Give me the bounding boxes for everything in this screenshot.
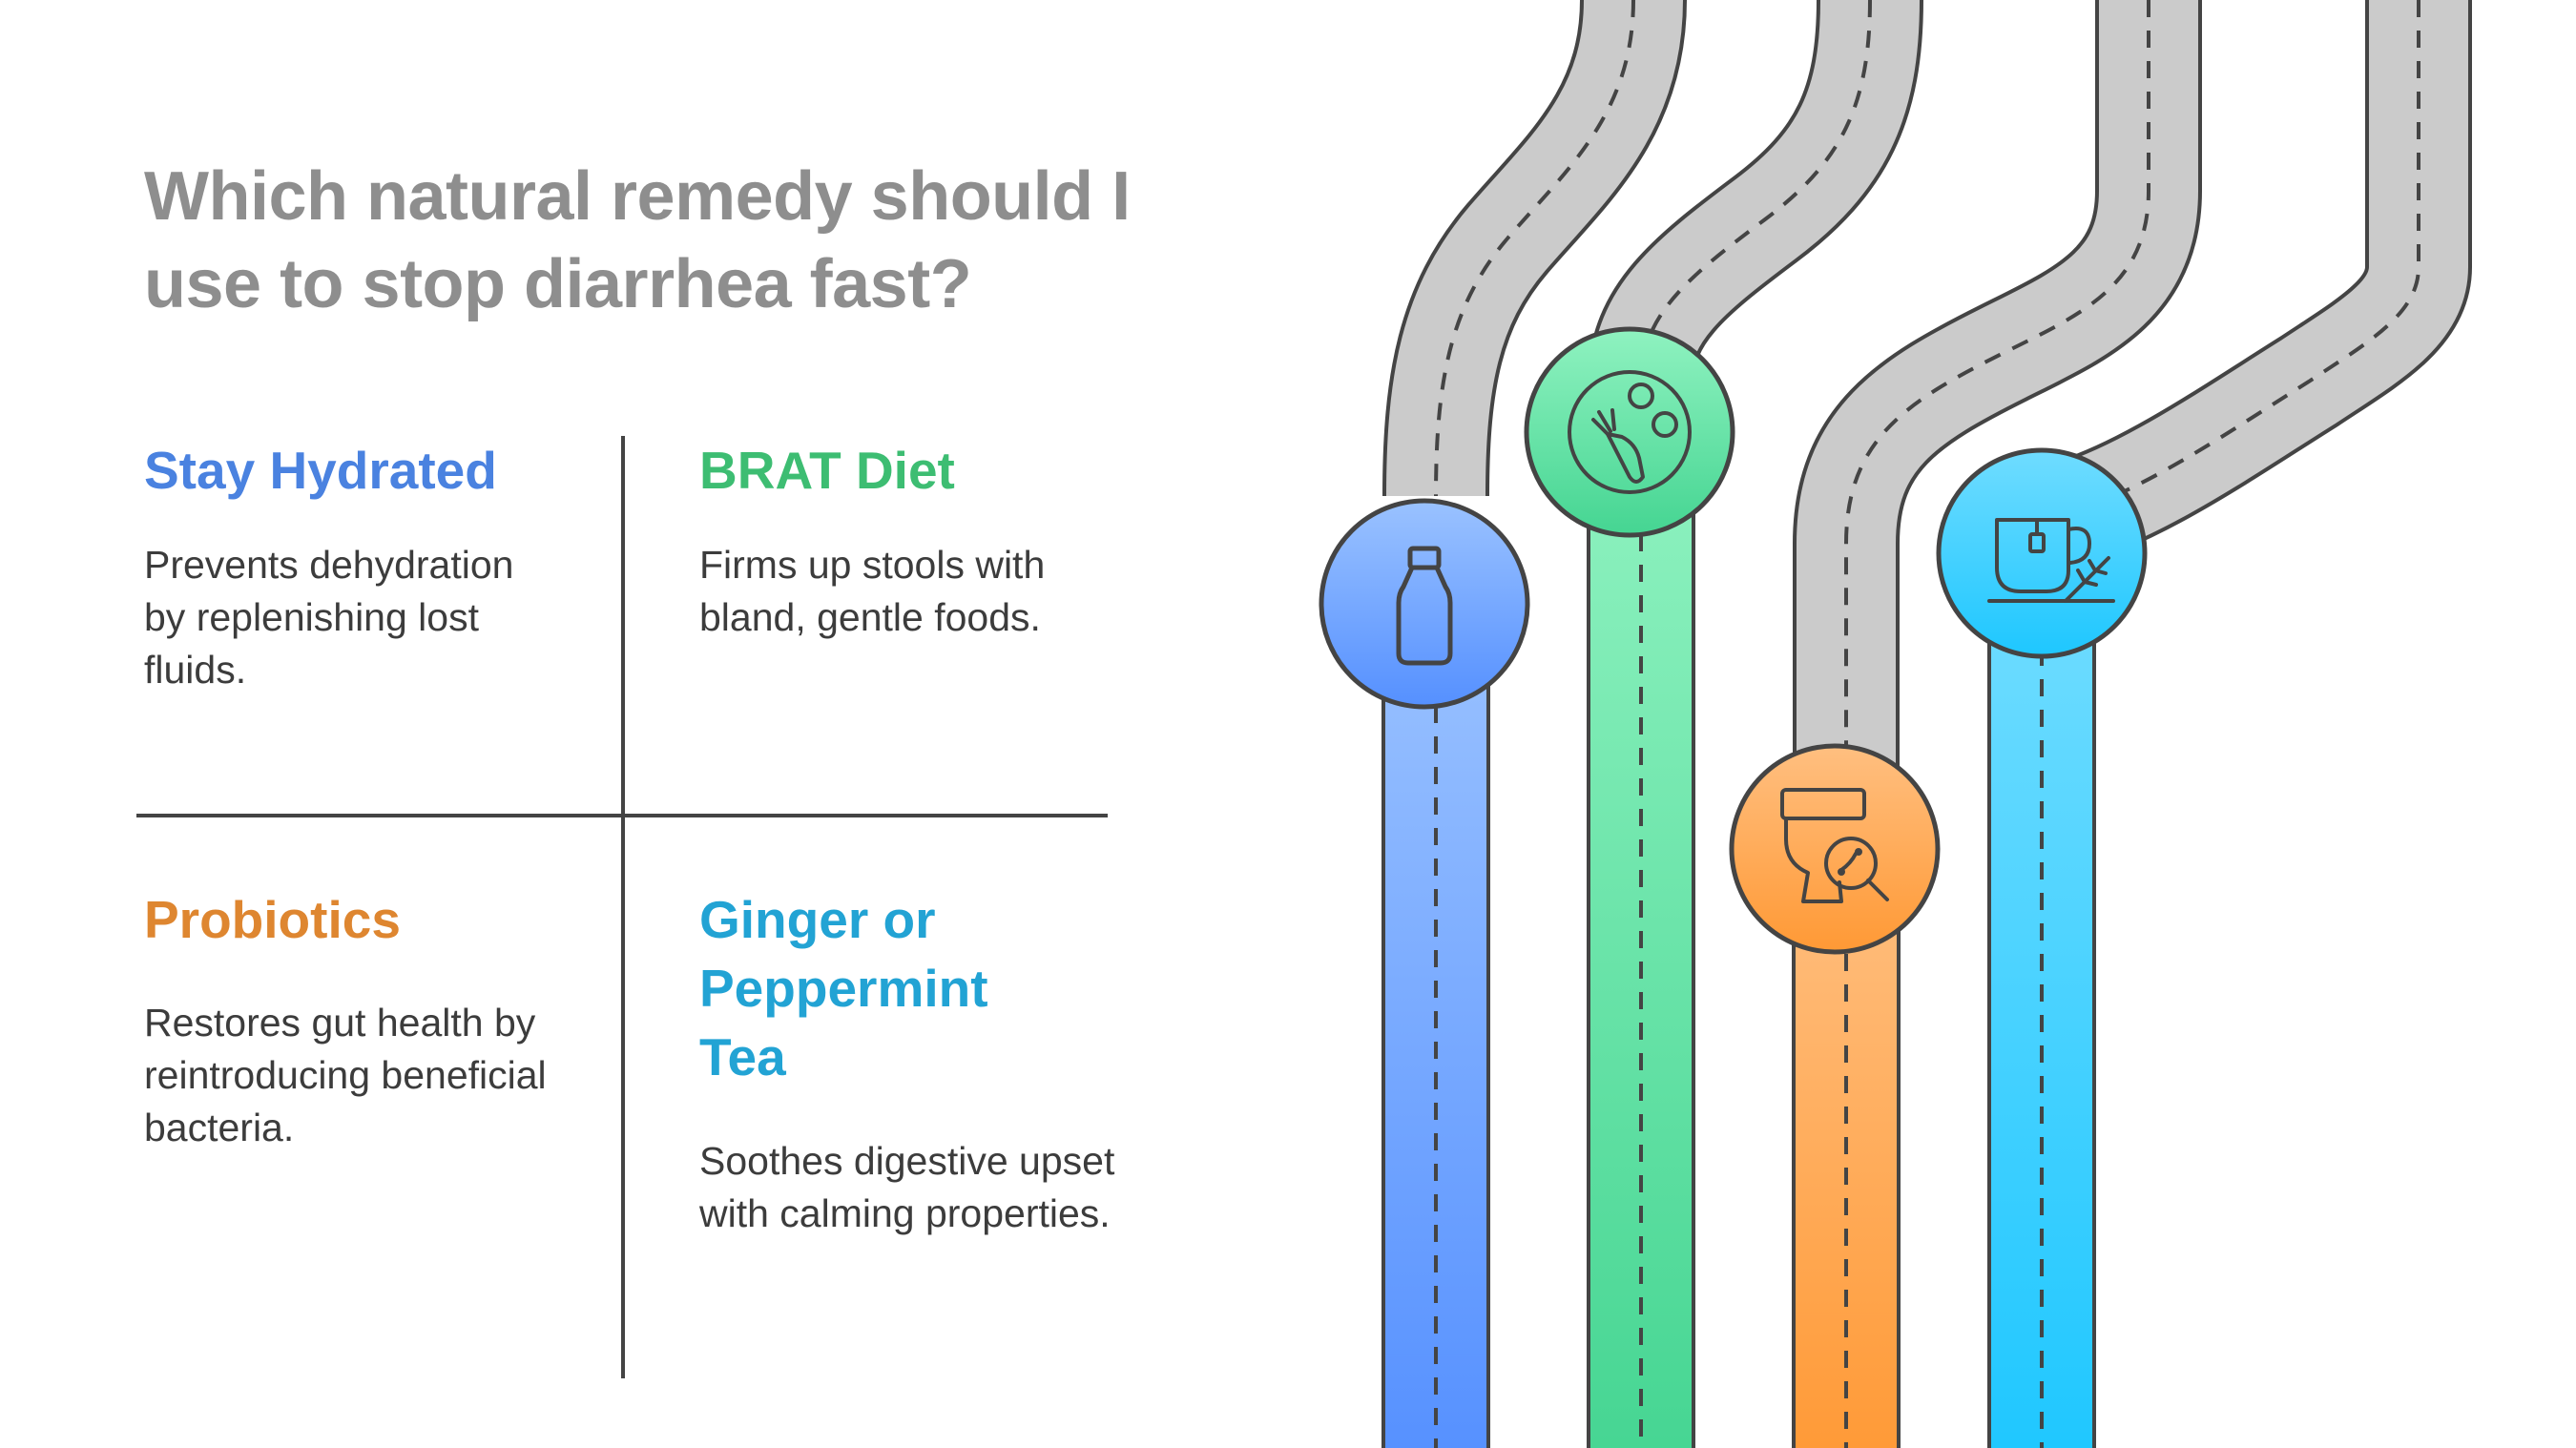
ginger-tea-title: Ginger or Peppermint Tea [699,890,988,1086]
road-ginger-tea [1987,0,2472,1448]
probiotics-description: Restores gut health by reintroducing ben… [144,1001,547,1149]
brat-diet-node [1524,326,1735,538]
brat-diet-description: Firms up stools with bland, gentle foods… [699,543,1046,639]
horizontal-divider [136,814,1108,817]
ginger-tea-description: Soothes digestive upset with calming pro… [699,1139,1115,1235]
tea-cup-icon [1987,518,2115,603]
bottle-icon [1396,546,1453,666]
stay-hydrated-title: Stay Hydrated [144,441,497,500]
probiotics-title: Probiotics [144,890,401,949]
vegetables-icon [1568,370,1692,494]
road-stay-hydrated [1381,0,1687,1448]
stay-hydrated-node [1319,498,1530,710]
brat-diet-title: BRAT Diet [699,441,955,500]
road-probiotics [1792,0,2202,1448]
vertical-divider [621,436,625,1378]
probiotics-node [1729,743,1941,955]
page-title: Which natural remedy should I use to sto… [144,158,1131,322]
ginger-tea-node [1936,447,2148,659]
road-brat-diet [1587,0,1923,1448]
stay-hydrated-description: Prevents dehydration by replenishing los… [144,543,514,692]
toilet-bacteria-icon [1780,788,1889,903]
